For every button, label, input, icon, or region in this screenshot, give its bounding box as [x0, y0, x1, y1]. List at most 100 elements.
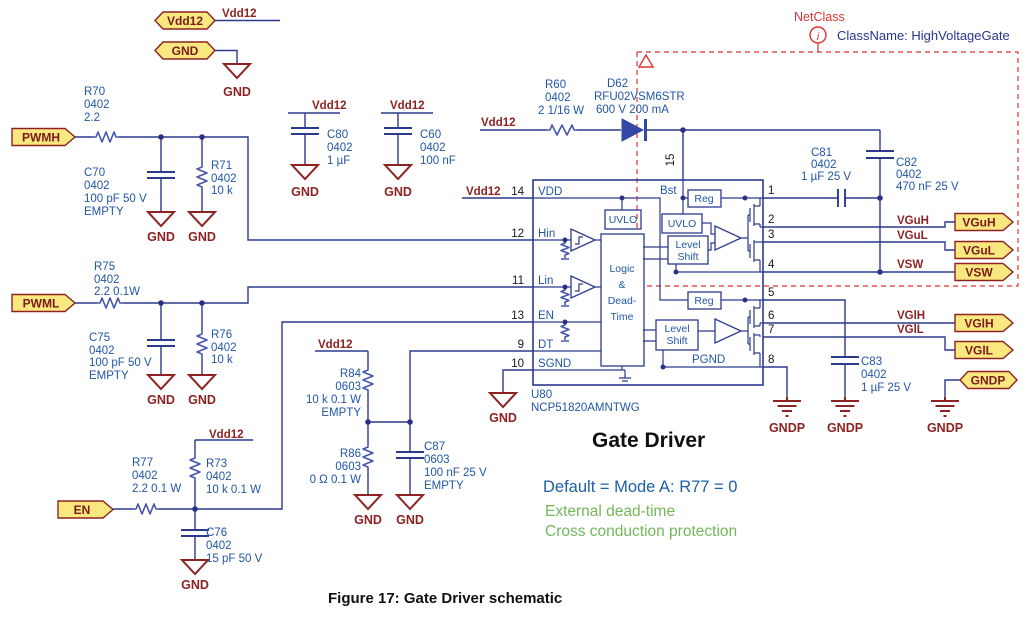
c70-value: 100 pF 50 V — [84, 193, 147, 205]
r84-designator: R84 — [340, 368, 362, 380]
pin-number-1: 1 — [768, 185, 774, 197]
resistor-r70[interactable]: R70 0402 2.2 — [84, 86, 119, 143]
r60-symbol — [547, 124, 577, 136]
pin-name-pgnd: PGND — [692, 354, 725, 366]
c83-designator: C83 — [861, 356, 882, 368]
lin-buffer — [570, 274, 597, 300]
level-shift-2-line1: Level — [664, 323, 689, 335]
output-nets: VGuH VGuH VGuL VGuL VSW VSW VGlH VGlH VG… — [763, 212, 1018, 435]
gnd-label: GND — [188, 230, 216, 244]
c70-symbol — [147, 171, 175, 179]
d62-designator: D62 — [607, 78, 628, 90]
c60-value: 100 nF — [420, 155, 456, 167]
vglh-port[interactable] — [954, 313, 1015, 333]
en-port[interactable] — [57, 500, 115, 519]
gndp-label: GNDP — [827, 421, 863, 435]
high-side-fets — [741, 198, 763, 272]
resistor-r73[interactable]: Vdd12 R73 0402 10 k 0.1 W — [189, 429, 261, 509]
pwmh-port[interactable] — [11, 127, 77, 147]
resistor-r86[interactable]: GND R86 0603 0 Ω 0.1 W — [310, 422, 384, 527]
vsw-port[interactable] — [954, 262, 1015, 282]
r77-designator: R77 — [132, 457, 153, 469]
c70-footprint: 0402 — [84, 180, 110, 192]
r76-designator: R76 — [211, 329, 232, 341]
net-label-vglh: VGlH — [897, 310, 925, 322]
vgul-port-label: VGuL — [963, 244, 995, 258]
vdd12-port-shape — [154, 11, 216, 30]
r70-designator: R70 — [84, 86, 105, 98]
vguh-port[interactable] — [954, 212, 1015, 232]
resistor-r75[interactable]: R75 0402 2.2 0.1W — [94, 261, 140, 309]
r60-designator: R60 — [545, 79, 566, 91]
resistor-r84[interactable]: R84 0603 10 k 0.1 W EMPTY — [306, 367, 374, 419]
port-gnd-top[interactable]: GND GND — [154, 41, 253, 99]
bootstrap-rail: Vdd12 R60 0402 2 1/16 W D62 RFU02VSM6STR… — [480, 78, 959, 275]
gnd-symbol — [186, 374, 218, 391]
d62-symbol — [621, 118, 645, 142]
level-shift-2-line2: Shift — [666, 335, 687, 347]
r60-footprint: 0402 — [545, 92, 571, 104]
r77-value: 2.2 0.1 W — [132, 483, 181, 495]
junction-dot — [660, 364, 666, 370]
capacitor-c81[interactable]: C81 0402 1 µF 25 V — [763, 147, 880, 207]
pin-number-13: 13 — [511, 310, 524, 322]
pin-name-sgnd: SGND — [538, 358, 571, 370]
gate-driver-ic[interactable]: 14 VDD 12 Hin 11 Lin 13 EN 9 DT 10 SGND … — [511, 154, 775, 414]
gnd-symbol — [352, 494, 384, 511]
level-shift-1-line1: Level — [675, 239, 700, 251]
pwml-port-label: PWML — [23, 297, 60, 311]
gnd-symbol — [382, 164, 414, 181]
deadtime-network: Vdd12 R84 0603 10 k 0.1 W EMPTY GND R86 … — [306, 339, 533, 527]
level-shift-block-2 — [655, 319, 699, 351]
junction-dot — [158, 134, 164, 140]
r75-designator: R75 — [94, 261, 115, 273]
vdd-pin-net: Vdd12 — [462, 186, 533, 199]
vgul-port[interactable] — [954, 240, 1015, 260]
port-gndp[interactable]: GNDP — [944, 370, 1018, 398]
pin-number-2: 2 — [768, 214, 774, 226]
capacitor-c70[interactable]: GND C70 0402 100 pF 50 V EMPTY — [84, 137, 177, 244]
port-vdd12-top[interactable]: Vdd12 Vdd12 — [154, 8, 280, 30]
gate-driver-title: Gate Driver — [592, 429, 705, 452]
ic-internal-ls1 — [675, 222, 763, 273]
vgll-port[interactable] — [954, 340, 1015, 360]
logic-line3: Dead- — [608, 295, 637, 307]
net-label-vsw: VSW — [897, 259, 923, 271]
decoupling-c60[interactable]: Vdd12 GND C60 0402 100 nF — [381, 100, 456, 199]
capacitor-c83[interactable]: C83 0402 1 µF 25 V — [763, 299, 911, 397]
c87-note: EMPTY — [424, 480, 464, 492]
gnd-label: GND — [147, 230, 175, 244]
pwmh-port-label: PWMH — [22, 131, 60, 145]
u80-part: NCP51820AMNTWG — [531, 402, 640, 414]
wire-pwmh — [75, 136, 533, 241]
junction-dot — [562, 319, 568, 325]
pwml-port[interactable] — [11, 293, 77, 313]
c87-symbol — [396, 451, 424, 459]
gndp-port-label: GNDP — [971, 374, 1006, 388]
resistor-r60[interactable]: R60 0402 2 1/16 W — [538, 79, 584, 136]
logic-line1: Logic — [609, 263, 634, 275]
junction-dot — [562, 284, 568, 290]
r71-designator: R71 — [211, 160, 232, 172]
diode-d62[interactable]: D62 RFU02VSM6STR 600 V 200 mA — [594, 78, 685, 142]
d62-part: RFU02VSM6STR — [594, 91, 685, 103]
resistor-r77[interactable]: R77 0402 2.2 0.1 W — [132, 457, 181, 515]
resistor-r71[interactable]: GND R71 0402 10 k — [186, 137, 237, 244]
r60-value: 2 1/16 W — [538, 105, 584, 117]
r76-symbol — [196, 331, 208, 356]
wire-pin8-gndp — [763, 366, 788, 397]
c75-designator: C75 — [89, 332, 110, 344]
resistor-r76[interactable]: GND R76 0402 10 k — [186, 303, 237, 407]
r70-value: 2.2 — [84, 112, 100, 124]
c75-value: 100 pF 50 V — [89, 357, 152, 369]
capacitor-c75[interactable]: GND C75 0402 100 pF 50 V EMPTY — [89, 303, 177, 407]
c81-value: 1 µF 25 V — [801, 171, 851, 183]
info-icon[interactable] — [809, 26, 827, 44]
decoupling-c80[interactable]: Vdd12 GND C80 0402 1 µF — [288, 100, 353, 199]
capacitor-c87[interactable]: GND C87 0603 100 nF 25 V EMPTY — [394, 422, 487, 527]
capacitor-c82[interactable]: C82 0402 470 nF 25 V — [866, 150, 959, 193]
netclass-label: NetClass — [794, 10, 845, 24]
capacitor-c76[interactable]: GND C76 0402 15 pF 50 V — [179, 509, 263, 592]
vdd12-port-label: Vdd12 — [167, 14, 203, 28]
uvlo-block-2-label: UVLO — [668, 218, 697, 230]
